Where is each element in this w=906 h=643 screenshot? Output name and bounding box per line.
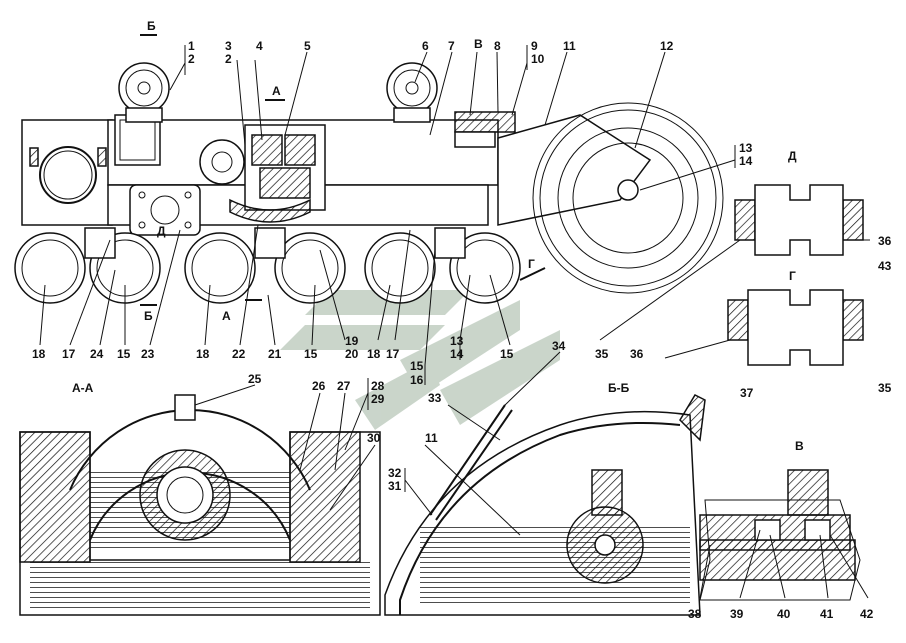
callout-36a: 36 — [878, 234, 892, 248]
title-view-d: Д — [788, 149, 797, 163]
callout-41: 41 — [820, 607, 834, 621]
callout-11b: 11 — [425, 431, 438, 445]
leader-lines — [39, 34, 870, 599]
main-assembly-view — [14, 62, 724, 304]
callout-6: 6 — [422, 39, 429, 53]
callout-33: 33 — [428, 391, 442, 405]
callout-30: 30 — [367, 431, 381, 445]
callout-32: 32 — [388, 466, 402, 480]
callout-18b: 18 — [196, 347, 210, 361]
title-view-g: Г — [789, 269, 796, 283]
callout-39: 39 — [730, 607, 744, 621]
callout-15b: 15 — [304, 347, 318, 361]
callout-24: 24 — [90, 347, 104, 361]
callout-3: 3 — [225, 39, 232, 53]
callout-15c: 15 — [410, 359, 424, 373]
callout-31: 31 — [388, 479, 402, 493]
callout-21: 21 — [268, 347, 282, 361]
view-d-roller — [734, 184, 864, 256]
callout-7: 7 — [448, 39, 455, 53]
track-roller-5 — [364, 232, 436, 304]
title-section-aa: А-А — [72, 381, 94, 395]
callout-2: 2 — [188, 52, 195, 66]
callout-22: 22 — [232, 347, 246, 361]
callout-34: 34 — [552, 339, 566, 353]
callout-42: 42 — [860, 607, 874, 621]
arrow-mark-b-bottom: Б — [144, 309, 153, 323]
callout-19: 19 — [345, 334, 359, 348]
callout-8: 8 — [494, 39, 501, 53]
callout-14b: 14 — [450, 347, 464, 361]
watermark-logo — [280, 290, 560, 430]
track-roller-1 — [14, 232, 86, 304]
callout-29: 29 — [371, 392, 385, 406]
title-view-v: В — [795, 439, 804, 453]
upper-roller-left — [118, 62, 170, 123]
section-aa — [19, 394, 381, 616]
callout-43: 43 — [878, 259, 892, 273]
callout-9: 9 — [531, 39, 538, 53]
section-bb — [384, 394, 706, 616]
callout-13: 13 — [739, 141, 753, 155]
track-roller-6 — [449, 232, 521, 304]
callout-17a: 17 — [62, 347, 76, 361]
callout-20: 20 — [345, 347, 359, 361]
callout-15d: 15 — [500, 347, 514, 361]
callout-12: 12 — [660, 39, 674, 53]
title-section-bb: Б-Б — [608, 381, 630, 395]
callout-4: 4 — [256, 39, 263, 53]
callout-38: 38 — [688, 607, 702, 621]
arrow-mark-g-mid: Г — [528, 257, 535, 271]
track-roller-4 — [274, 232, 346, 304]
upper-roller-right — [386, 62, 438, 123]
arrow-mark-a-top: А — [272, 84, 281, 98]
arrow-mark-d-left: Д — [157, 224, 166, 238]
callout-18a: 18 — [32, 347, 46, 361]
callout-10: 10 — [531, 52, 545, 66]
arrow-mark-a-bottom: А — [222, 309, 231, 323]
callout-35b: 35 — [878, 381, 892, 395]
callout-26: 26 — [312, 379, 326, 393]
callout-28: 28 — [371, 379, 385, 393]
callout-1: 1 — [188, 39, 195, 53]
callout-36b: 36 — [630, 347, 644, 361]
callout-27: 27 — [337, 379, 351, 393]
callout-16: 16 — [410, 373, 424, 387]
callout-37: 37 — [740, 386, 754, 400]
callout-18c: 18 — [367, 347, 381, 361]
callout-13b: 13 — [450, 334, 464, 348]
arrow-mark-b-top: Б — [147, 19, 156, 33]
callout-15a: 15 — [117, 347, 131, 361]
callout-25: 25 — [248, 372, 262, 386]
callouts: 1 2 3 2 4 5 6 7 8 9 10 11 12 13 14 36 43… — [32, 39, 892, 621]
callout-17b: 17 — [386, 347, 400, 361]
callout-23: 23 — [141, 347, 155, 361]
callout-35a: 35 — [595, 347, 609, 361]
callout-14: 14 — [739, 154, 753, 168]
callout-2b: 2 — [225, 52, 232, 66]
callout-5: 5 — [304, 39, 311, 53]
view-v-detail — [699, 469, 861, 601]
callout-40: 40 — [777, 607, 791, 621]
track-roller-3 — [184, 232, 256, 304]
callout-11: 11 — [563, 39, 576, 53]
view-g-roller — [727, 289, 864, 366]
arrow-mark-v-top: В — [474, 37, 483, 51]
idler-wheel — [532, 102, 724, 294]
